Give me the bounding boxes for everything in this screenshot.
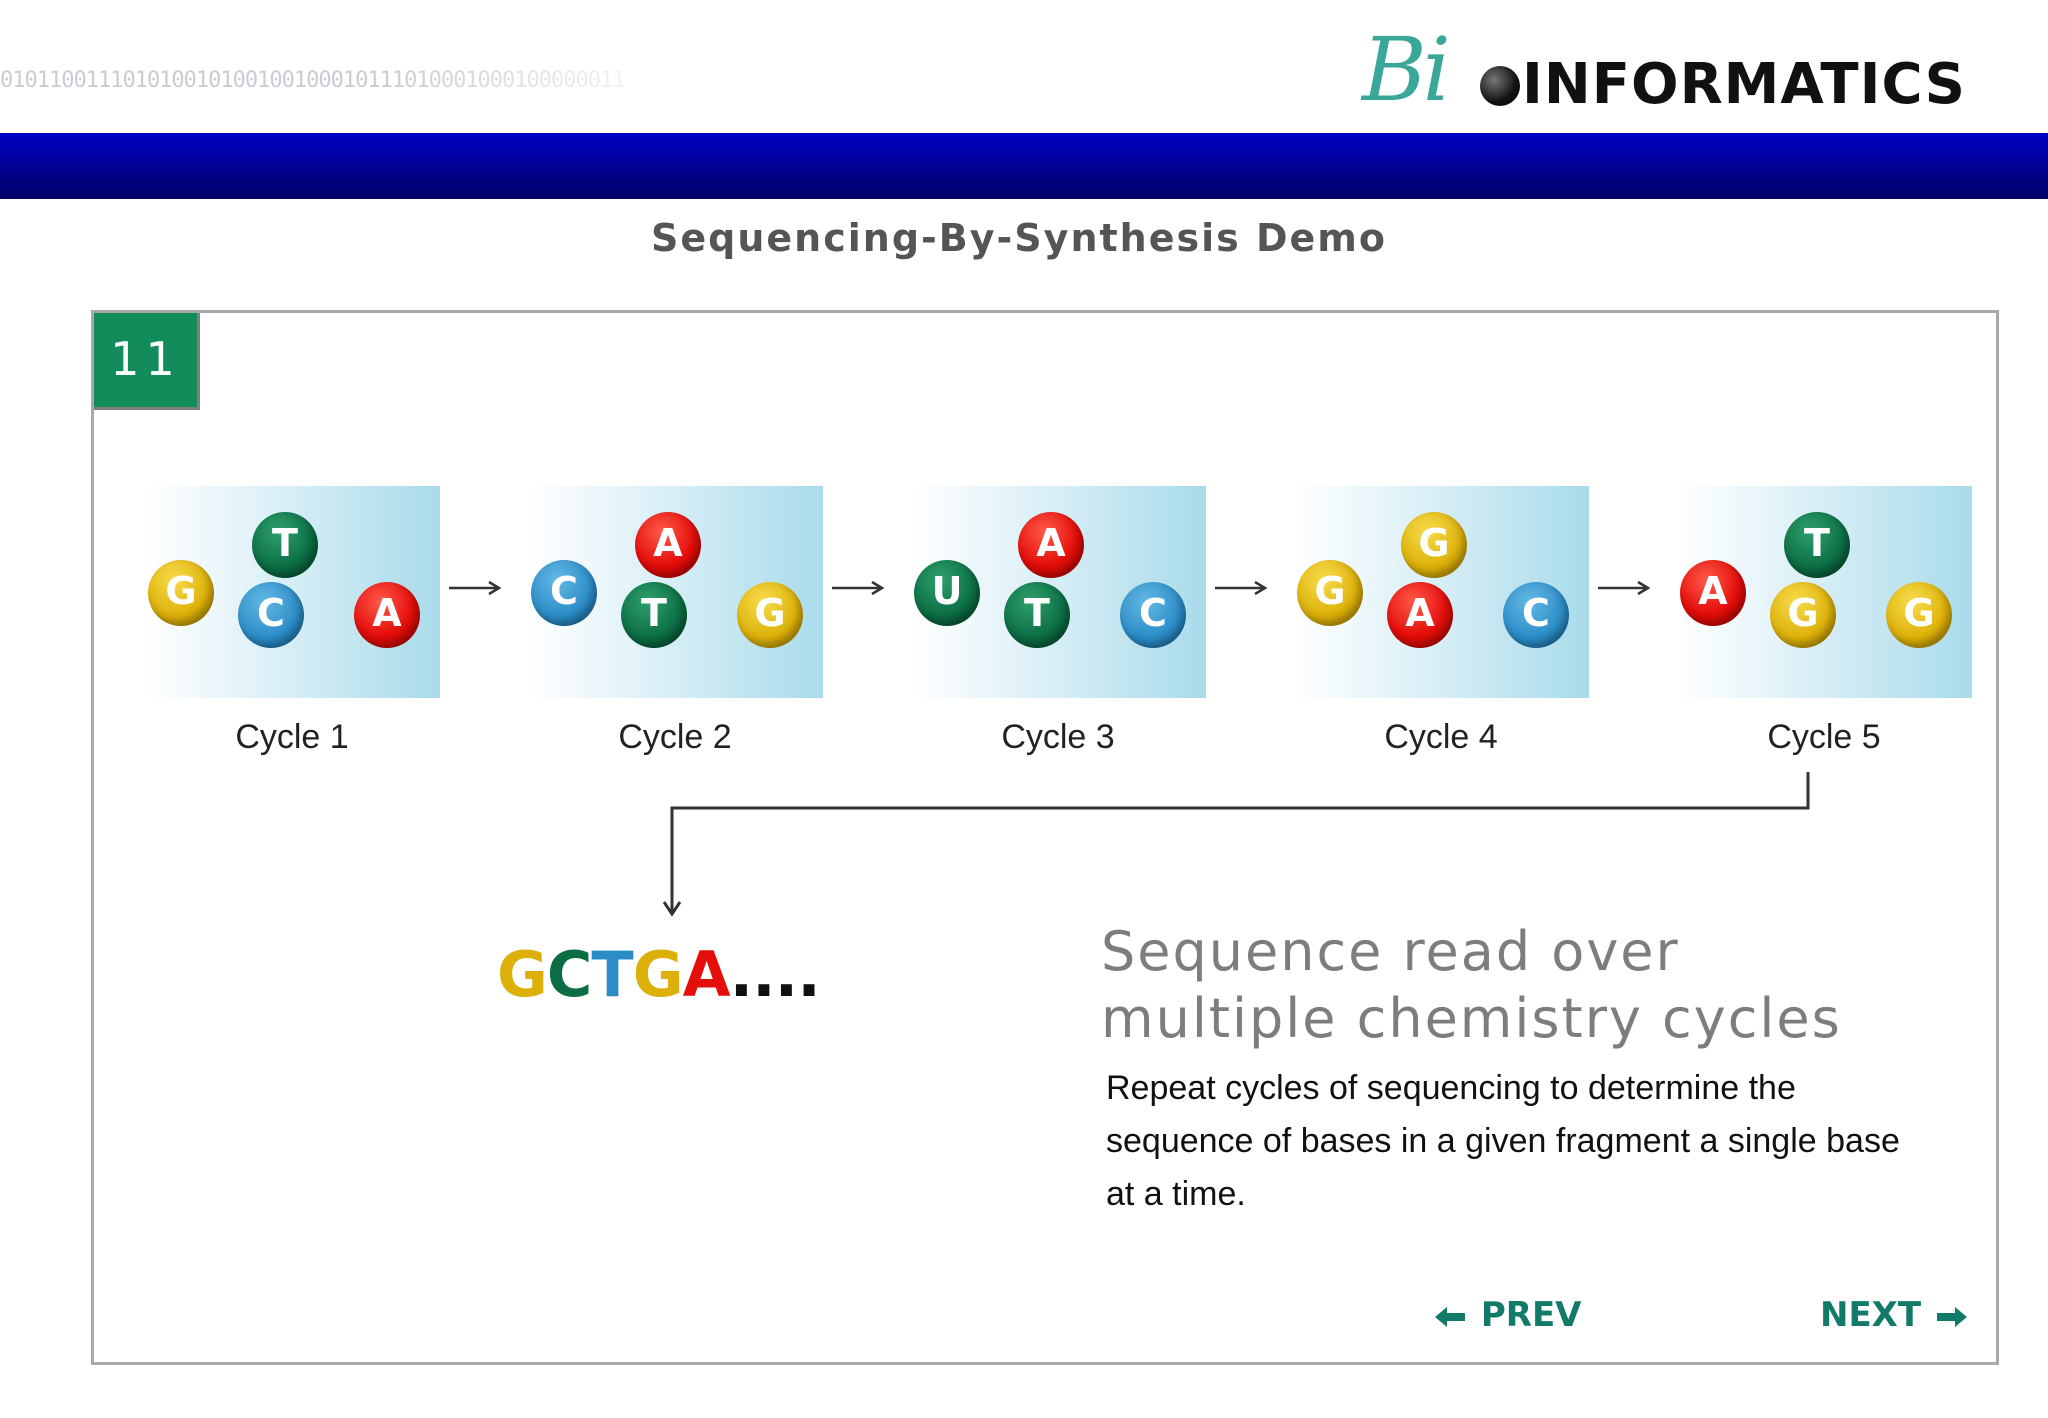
base-c-icon: C xyxy=(238,582,304,648)
cycle-label: Cycle 2 xyxy=(618,718,732,756)
cycle-label: Cycle 1 xyxy=(235,718,349,756)
header: 0101100111010100101001001000101110100010… xyxy=(0,0,2048,133)
page-title: Sequencing-By-Synthesis Demo xyxy=(651,216,1387,260)
prev-label: PREV xyxy=(1480,1295,1582,1335)
slide-number-badge: 11 xyxy=(94,313,200,410)
arrow-right-icon xyxy=(1213,578,1269,598)
next-button[interactable]: NEXT xyxy=(1820,1290,1969,1340)
base-g-icon: G xyxy=(1401,512,1467,578)
base-a-icon: A xyxy=(1680,560,1746,626)
next-label: NEXT xyxy=(1820,1295,1922,1335)
base-a-icon: A xyxy=(1018,512,1084,578)
base-g-icon: G xyxy=(148,560,214,626)
cycle-label: Cycle 3 xyxy=(1001,718,1115,756)
base-a-icon: A xyxy=(635,512,701,578)
base-t-icon: T xyxy=(621,582,687,648)
sequence-letter: T xyxy=(591,938,633,1011)
base-u-icon: U xyxy=(914,560,980,626)
arrow-right-icon xyxy=(1936,1306,1967,1327)
base-g-icon: G xyxy=(737,582,803,648)
cycle-label: Cycle 4 xyxy=(1384,718,1498,756)
sequence-suffix: .... xyxy=(729,938,821,1011)
header-bar xyxy=(0,133,2048,199)
base-c-icon: C xyxy=(1120,582,1186,648)
logo-text: INFORMATICS xyxy=(1522,52,1966,117)
description-text: Repeat cycles of sequencing to determine… xyxy=(1106,1069,1900,1213)
binary-row: 0101100111010100101001001000101110100010… xyxy=(0,68,626,93)
logo-dot-icon xyxy=(1480,66,1520,106)
base-t-icon: T xyxy=(1004,582,1070,648)
base-a-icon: A xyxy=(1387,582,1453,648)
logo-bi: Bi xyxy=(1362,18,1451,121)
sequence-letter: G xyxy=(632,938,684,1011)
base-c-icon: C xyxy=(531,560,597,626)
cycle-label: Cycle 5 xyxy=(1767,718,1881,756)
sequence-letter: A xyxy=(682,938,731,1011)
section-heading: Sequence read over multiple chemistry cy… xyxy=(1101,920,1842,1050)
base-a-icon: A xyxy=(354,582,420,648)
sequence-read: GCTGA.... xyxy=(497,938,821,1011)
sequence-letters: GCTGA xyxy=(497,938,731,1011)
base-g-icon: G xyxy=(1297,560,1363,626)
base-c-icon: C xyxy=(1503,582,1569,648)
bioinformatics-logo: Bi INFORMATICS xyxy=(1362,18,2022,122)
arrow-right-icon xyxy=(1596,578,1652,598)
base-t-icon: T xyxy=(1784,512,1850,578)
arrow-left-icon xyxy=(1435,1306,1465,1327)
base-t-icon: T xyxy=(252,512,318,578)
prev-button[interactable]: PREV xyxy=(1433,1290,1581,1340)
sequence-letter: C xyxy=(546,938,593,1011)
arrow-right-icon xyxy=(830,578,886,598)
sequence-letter: G xyxy=(497,938,548,1011)
binary-decoration: 0101100111010100101001001000101110100010… xyxy=(0,8,700,126)
base-g-icon: G xyxy=(1886,582,1952,648)
base-g-icon: G xyxy=(1770,582,1836,648)
arrow-right-icon xyxy=(447,578,503,598)
